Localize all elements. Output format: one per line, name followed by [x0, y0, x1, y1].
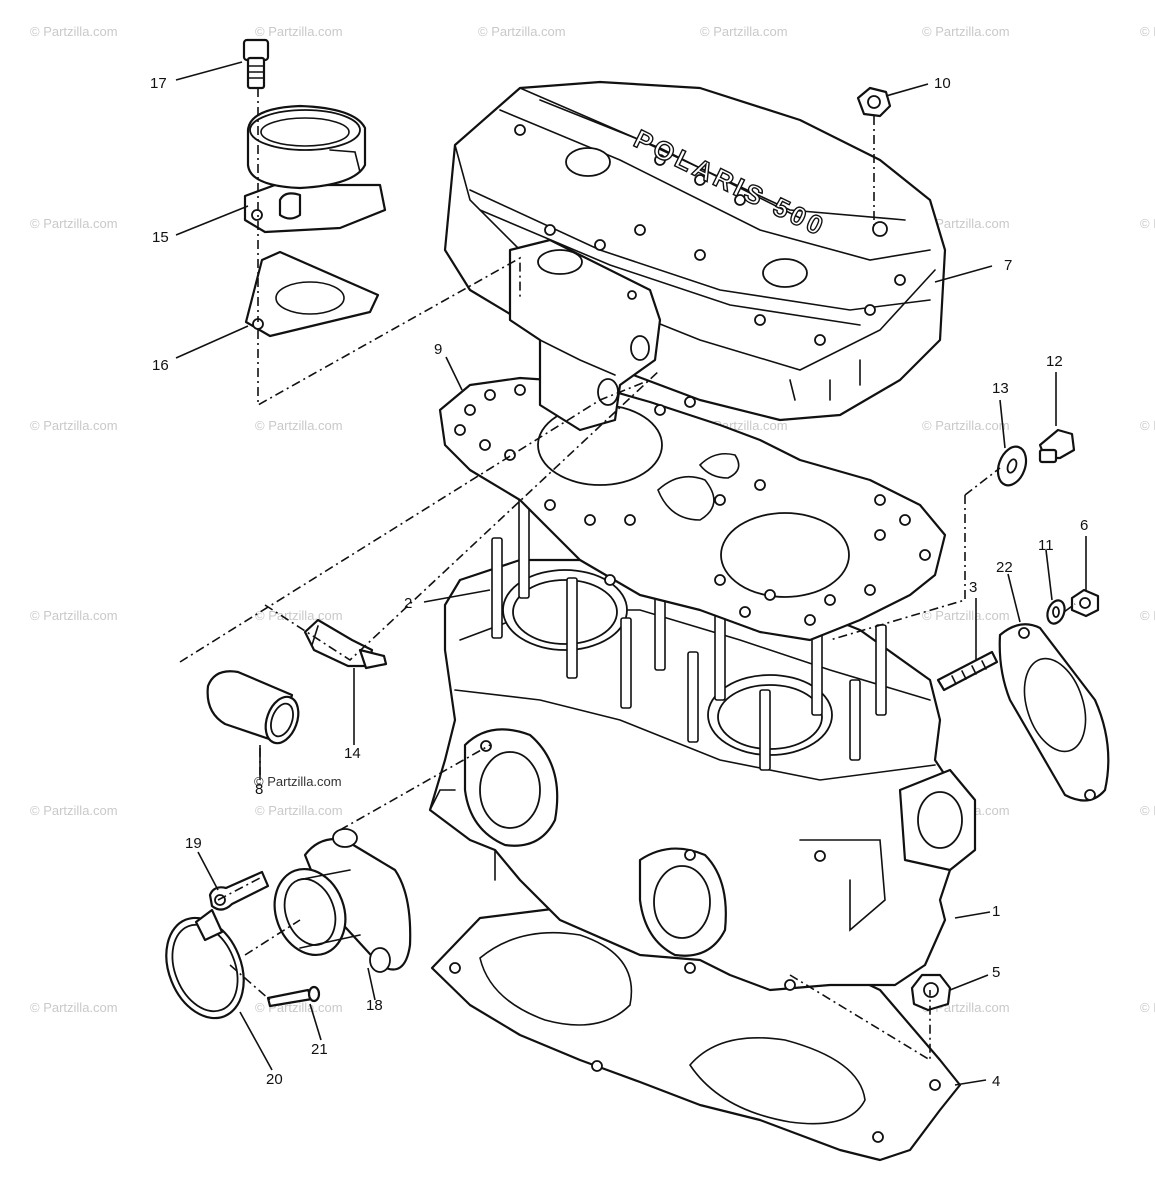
- callout-16: 16: [152, 357, 169, 374]
- watermark-text: © Partzilla.com: [1140, 24, 1155, 39]
- part-nut-5[interactable]: [910, 973, 952, 1012]
- part-intake-flange-18[interactable]: [263, 828, 412, 973]
- part-temp-sensor-14[interactable]: [303, 618, 388, 670]
- callout-22: 22: [996, 559, 1013, 576]
- part-screw-21[interactable]: [266, 985, 321, 1008]
- callout-2: 2: [404, 595, 412, 612]
- callout-7: 7: [1004, 257, 1012, 274]
- callout-3: 3: [969, 579, 977, 596]
- watermark-text: © Partzilla.com: [1140, 1000, 1155, 1015]
- part-nut-6[interactable]: [1070, 588, 1100, 618]
- callout-10: 10: [934, 75, 951, 92]
- callout-5: 5: [992, 964, 1000, 981]
- leader-lines: [175, 61, 1087, 1086]
- callout-18: 18: [366, 997, 383, 1014]
- callout-12: 12: [1046, 353, 1063, 370]
- part-water-outlet[interactable]: [508, 238, 662, 432]
- callout-14: 14: [344, 745, 361, 762]
- watermark-text: © Partzilla.com: [478, 24, 566, 39]
- part-thermostat-gasket[interactable]: [244, 250, 380, 338]
- part-sleeve-8[interactable]: [206, 670, 305, 747]
- part-bolt-12[interactable]: [1038, 428, 1076, 464]
- part-exhaust-gasket-22[interactable]: [998, 623, 1110, 802]
- callout-9: 9: [434, 341, 442, 358]
- callout-11: 11: [1038, 537, 1054, 554]
- assembly-lines: [179, 88, 1076, 1062]
- watermark-text: © Partzilla.com: [30, 24, 118, 39]
- part-nut-10[interactable]: [856, 86, 892, 118]
- part-cylinder[interactable]: [428, 558, 977, 992]
- part-clamp-20[interactable]: [152, 906, 258, 1029]
- part-bolt-17[interactable]: [242, 38, 270, 90]
- part-cylinder-head[interactable]: POLARIS 500: [443, 80, 947, 422]
- callout-labels: 1 2 3 4 5 6 7 8 9 10 11 12 13 14 15 16 1…: [150, 75, 1088, 1090]
- watermark-text: © Partzilla.com: [30, 608, 118, 623]
- watermark-text: © Partzilla.com: [30, 1000, 118, 1015]
- part-stud-3[interactable]: [936, 650, 999, 692]
- callout-17: 17: [150, 75, 167, 92]
- watermark-text: © Partzilla.com: [255, 803, 343, 818]
- watermark-text: © Partzilla.com: [700, 24, 788, 39]
- part-thermostat-housing[interactable]: [243, 104, 387, 234]
- callout-21: 21: [311, 1041, 328, 1058]
- watermark-text: © Partzilla.com: [1140, 608, 1155, 623]
- watermark-text: © Partzilla.com: [922, 24, 1010, 39]
- watermark-text: © Partzilla.com: [1140, 418, 1155, 433]
- watermark-text: © Partzilla.com: [1140, 216, 1155, 231]
- part-head-gasket[interactable]: [438, 376, 947, 642]
- watermark-text: © Partzilla.com: [30, 418, 118, 433]
- callout-19: 19: [185, 835, 202, 852]
- part-washer-13[interactable]: [993, 443, 1031, 489]
- watermark-text: © Partzilla.com: [30, 803, 118, 818]
- callout-6: 6: [1080, 517, 1088, 534]
- callout-4: 4: [992, 1073, 1000, 1090]
- callout-13: 13: [992, 380, 1009, 397]
- watermark-text: © Partzilla.com: [922, 216, 1010, 231]
- callout-15: 15: [152, 229, 169, 246]
- watermark-text: © Partzilla.com: [255, 418, 343, 433]
- watermark-text: © Partzilla.com: [30, 216, 118, 231]
- watermark-text: © Partzilla.com: [1140, 803, 1155, 818]
- watermark-text: © Partzilla.com: [922, 608, 1010, 623]
- watermark-text: © Partzilla.com: [922, 418, 1010, 433]
- callout-8: 8: [255, 781, 263, 798]
- callout-1: 1: [992, 903, 1000, 920]
- part-washer-11[interactable]: [1044, 598, 1067, 626]
- watermark-text: © Partzilla.com: [255, 608, 343, 623]
- inline-watermark: © Partzilla.com: [254, 774, 342, 789]
- callout-20: 20: [266, 1071, 283, 1088]
- watermark-text: © Partzilla.com: [255, 24, 343, 39]
